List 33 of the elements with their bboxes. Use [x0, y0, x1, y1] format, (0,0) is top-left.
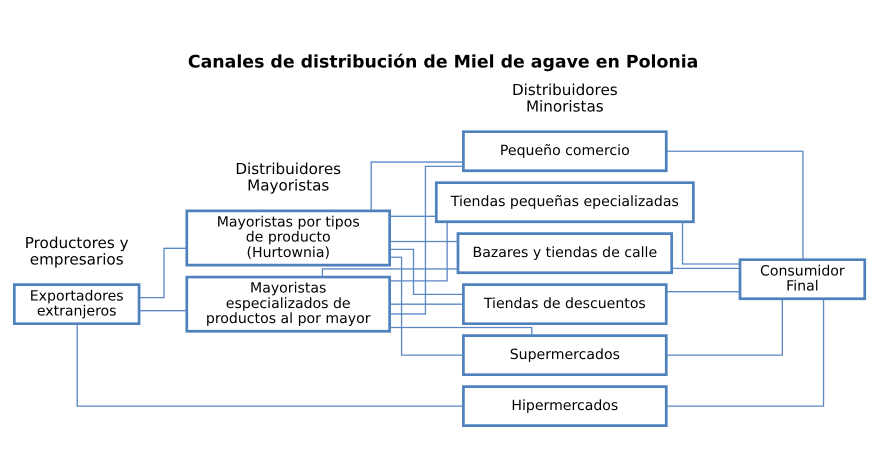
connector — [672, 268, 740, 270]
connector — [666, 298, 783, 356]
diagram-title: Canales de distribución de Miel de agave en Polonia — [188, 52, 698, 72]
connector — [390, 248, 464, 296]
label: Distribuidores Minoristas — [512, 81, 618, 116]
connector — [139, 310, 186, 312]
node-box: Bazares y tiendas de calle — [456, 232, 674, 274]
connector — [322, 268, 458, 277]
node-box: Mayoristas especializados de productos al por mayor — [185, 276, 391, 333]
connector — [370, 161, 464, 211]
connector — [390, 166, 464, 315]
node-box: Exportadores extranjeros — [12, 283, 140, 326]
connector — [390, 304, 463, 305]
connector — [390, 222, 448, 282]
connector — [666, 291, 740, 292]
connector — [390, 240, 458, 242]
node-box: Consumidor Final — [738, 258, 866, 300]
connector — [139, 248, 187, 298]
connector — [666, 298, 824, 407]
node-box: Mayoristas por tipos de producto (Hurtownia) — [185, 210, 391, 266]
label: Productores y empresarios — [24, 234, 129, 268]
connector — [390, 326, 532, 336]
label: Distribuidores Mayoristas — [235, 160, 342, 194]
connector — [76, 324, 464, 407]
node-box: Tiendas de descuentos — [462, 283, 668, 326]
connector — [666, 150, 804, 260]
node-box: Supermercados — [462, 334, 668, 376]
connector — [390, 256, 464, 356]
node-box: Pequeño comercio — [462, 130, 668, 172]
connector — [390, 216, 436, 217]
node-box: Hipermercados — [462, 385, 668, 428]
connector — [682, 222, 740, 265]
node-box: Tiendas pequeñas epecializadas — [434, 181, 695, 224]
